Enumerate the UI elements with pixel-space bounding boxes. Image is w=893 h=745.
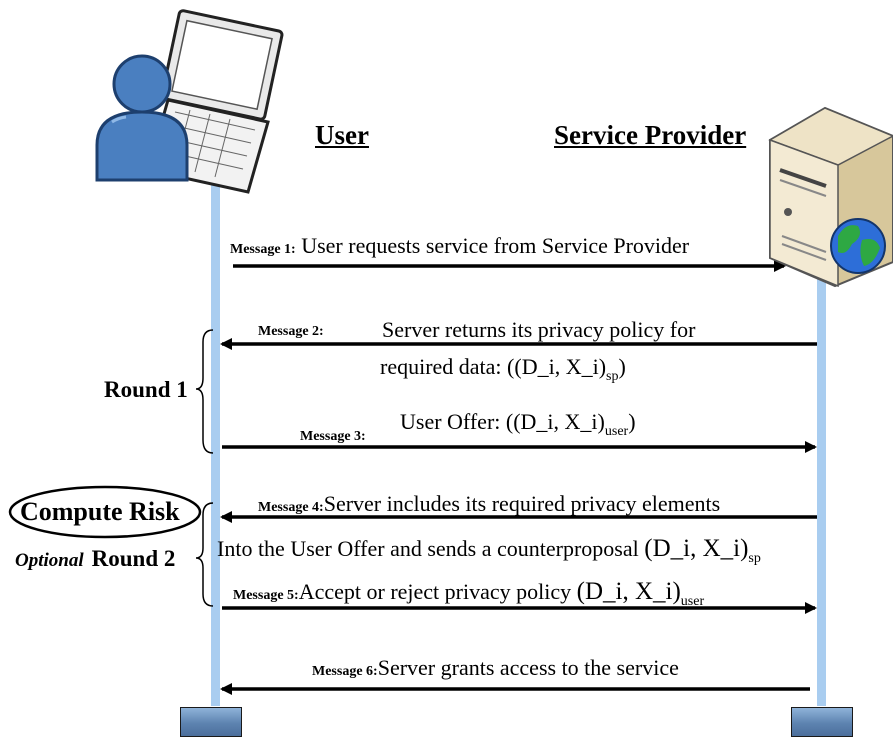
message-1-label: Message 1: User requests service from Se…: [230, 234, 689, 262]
round-2-brace: [195, 502, 214, 607]
message-3-main: User Offer: ((D_i, X_i): [400, 409, 605, 434]
message-3-text: User Offer: ((D_i, X_i)user): [400, 410, 636, 444]
message-2-tag: Message 2:: [258, 324, 324, 339]
message-5-tag: Message 5:: [233, 588, 299, 603]
message-3-tag: Message 3:: [300, 429, 366, 444]
round-2-text: Round 2: [91, 546, 176, 571]
compute-risk-ellipse: [8, 485, 202, 539]
message-4-line2-sub: sp: [748, 551, 761, 566]
optional-label: Optional: [15, 550, 84, 571]
message-3-sub: user: [604, 424, 629, 439]
message-5-label: Message 5:Accept or reject privacy polic…: [233, 578, 705, 614]
service-provider-title: Service Provider: [554, 120, 747, 150]
round-1-label: Round 1: [104, 377, 188, 402]
message-5-main: Accept or reject privacy policy: [298, 579, 577, 604]
user-lifeline: [211, 178, 220, 706]
message-2-line2-sub: sp: [606, 369, 619, 384]
compute-risk-label: Compute Risk: [20, 497, 180, 526]
user-title: User: [315, 120, 369, 150]
message-6-text: Server grants access to the service: [377, 655, 679, 680]
message-6-label: Message 6:Server grants access to the se…: [312, 656, 679, 684]
message-2-text-line2: required data: ((D_i, X_i)sp): [380, 355, 626, 389]
message-3-post: ): [628, 409, 636, 434]
message-4-line2: Into the User Offer and sends a counterp…: [217, 535, 761, 571]
message-1-text: User requests service from Service Provi…: [301, 233, 690, 258]
round-1-brace: [195, 329, 214, 454]
message-2-line2-main: required data: ((D_i, X_i): [380, 354, 607, 379]
round-2-label: Optional Round 2: [15, 546, 175, 572]
provider-lifeline-end-box: [791, 707, 853, 737]
message-4-tag: Message 4:: [258, 500, 324, 515]
message-5-sub: user: [680, 594, 705, 609]
message-5-tuple: (D_i, X_i): [576, 578, 681, 605]
message-4-line2-main: Into the User Offer and sends a counterp…: [217, 536, 645, 561]
message-6-tag: Message 6:: [312, 664, 378, 679]
message-2-line2-post: ): [618, 354, 626, 379]
message-4-text-line1: Server includes its required privacy ele…: [323, 491, 721, 516]
message-1-tag: Message 1:: [230, 242, 296, 257]
provider-lifeline: [817, 278, 826, 706]
message-4-line1: Message 4:Server includes its required p…: [258, 492, 720, 520]
message-2-text-line1: Server returns its privacy policy for: [382, 317, 696, 342]
user-lifeline-end-box: [180, 707, 242, 737]
message-4-line2-tuple: (D_i, X_i): [644, 535, 749, 562]
